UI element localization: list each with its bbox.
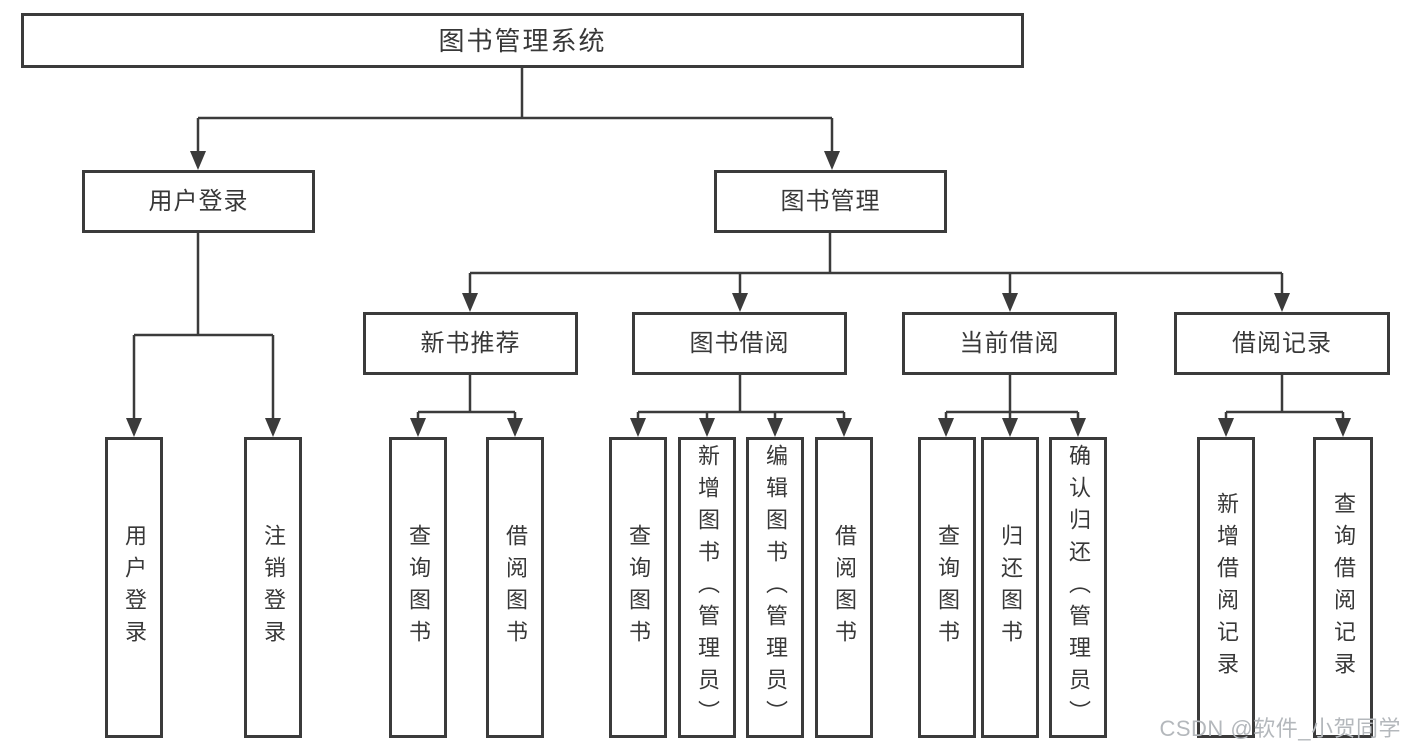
leaf-label: 新增图书（管理员） [695, 443, 720, 732]
leaf-label: 查询图书 [406, 523, 431, 652]
node-book-borrow-label: 图书借阅 [689, 329, 790, 357]
leaf-add-books-admin: 新增图书（管理员） [678, 437, 736, 738]
leaf-label: 借阅图书 [832, 523, 857, 652]
leaf-query-books-current: 查询图书 [918, 437, 976, 738]
leaf-query-books-recommend: 查询图书 [389, 437, 447, 738]
leaf-label: 查询图书 [935, 523, 960, 652]
leaf-add-borrow-record: 新增借阅记录 [1197, 437, 1255, 738]
node-book-borrow: 图书借阅 [632, 312, 847, 375]
node-new-book-recommend-label: 新书推荐 [420, 329, 521, 357]
node-root-label: 图书管理系统 [438, 25, 607, 56]
leaf-label: 确认归还（管理员） [1066, 443, 1091, 732]
leaf-label: 借阅图书 [503, 523, 528, 652]
node-root: 图书管理系统 [21, 13, 1024, 68]
leaf-label: 编辑图书（管理员） [763, 443, 788, 732]
leaf-confirm-return-admin: 确认归还（管理员） [1049, 437, 1107, 738]
node-user-login-label: 用户登录 [148, 187, 249, 215]
leaf-label: 用户登录 [122, 523, 147, 652]
node-borrow-records-label: 借阅记录 [1232, 329, 1332, 357]
leaf-query-books-borrow: 查询图书 [609, 437, 667, 738]
node-new-book-recommend: 新书推荐 [363, 312, 578, 375]
node-book-management: 图书管理 [714, 170, 947, 233]
leaf-return-books: 归还图书 [981, 437, 1039, 738]
leaf-logout: 注销登录 [244, 437, 302, 738]
node-user-login: 用户登录 [82, 170, 315, 233]
leaf-label: 查询图书 [626, 523, 651, 652]
node-current-borrow-label: 当前借阅 [959, 329, 1060, 357]
leaf-label: 新增借阅记录 [1214, 491, 1239, 684]
leaf-borrow-books: 借阅图书 [815, 437, 873, 738]
leaf-edit-books-admin: 编辑图书（管理员） [746, 437, 804, 738]
leaf-borrow-books-recommend: 借阅图书 [486, 437, 544, 738]
node-borrow-records: 借阅记录 [1174, 312, 1390, 375]
node-current-borrow: 当前借阅 [902, 312, 1117, 375]
leaf-query-borrow-record: 查询借阅记录 [1313, 437, 1373, 738]
node-book-management-label: 图书管理 [780, 187, 881, 215]
leaf-label: 归还图书 [998, 523, 1023, 652]
leaf-label: 查询借阅记录 [1331, 491, 1356, 684]
leaf-label: 注销登录 [261, 523, 286, 652]
leaf-user-login: 用户登录 [105, 437, 163, 738]
